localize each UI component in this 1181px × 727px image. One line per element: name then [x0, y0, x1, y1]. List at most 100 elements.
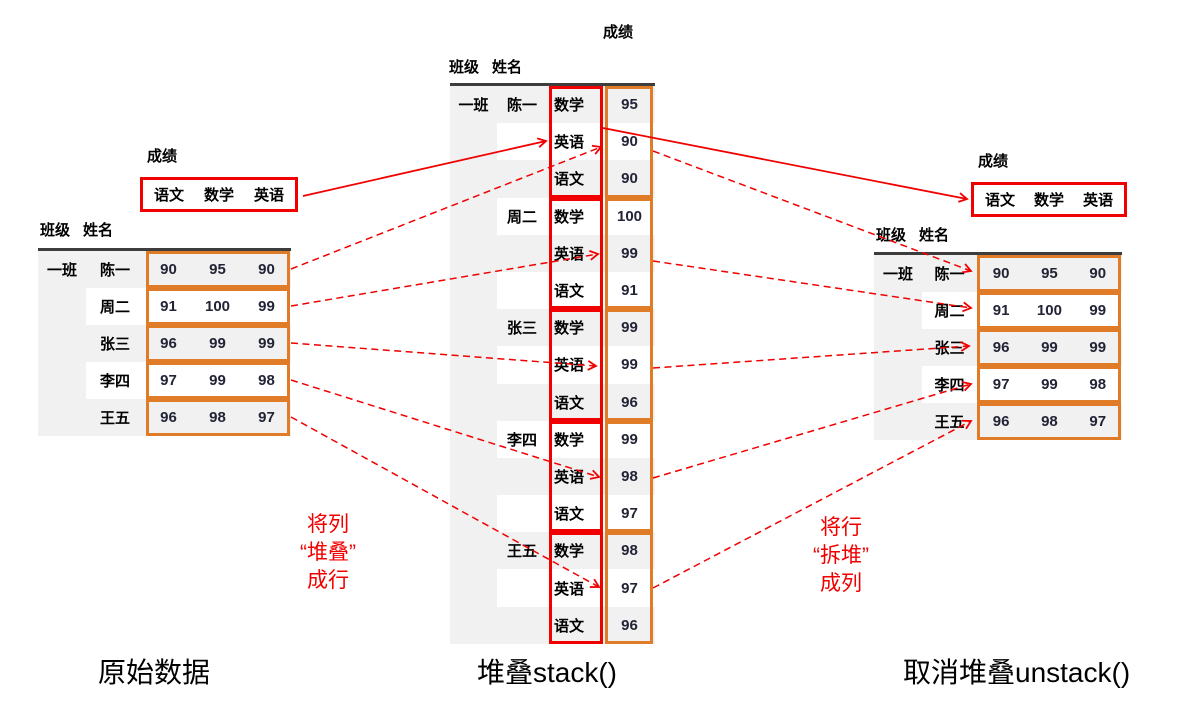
- score-header-original: 成绩: [147, 148, 178, 165]
- name-header: 姓名: [492, 59, 523, 76]
- subject-label: 英语: [1082, 192, 1113, 209]
- table-row: 周二 91 100 99: [38, 288, 291, 325]
- class-header: 班级: [876, 227, 907, 244]
- subject-cell: 语文: [554, 171, 585, 189]
- table-row: 王五 96 98 97: [38, 399, 291, 436]
- subject-cell: 数学: [554, 320, 585, 338]
- name-cell: 陈一: [506, 97, 537, 115]
- subject-cell: 语文: [547, 271, 604, 310]
- subject-label: 语文: [154, 187, 185, 204]
- value-cell: 99: [621, 244, 638, 262]
- caption-original: 原始数据: [98, 657, 211, 688]
- name-cell: [497, 607, 547, 644]
- score-cell: 95: [209, 261, 226, 278]
- index-headers-unstacked: 班级 姓名: [876, 224, 949, 245]
- name-cell: 李四: [497, 420, 547, 458]
- value-cell: 98: [621, 542, 638, 560]
- name-cell: 周二: [86, 288, 144, 325]
- score-cell: 97: [1089, 413, 1107, 430]
- table-row: 英语 99: [450, 346, 655, 384]
- unstack-note: 将行 “拆堆” 成列: [766, 514, 916, 598]
- value-cell: 90: [621, 170, 638, 188]
- unstack-note-line: 将行: [820, 516, 862, 539]
- index-headers-stacked: 班级 姓名: [449, 56, 522, 77]
- score-cell: 96: [992, 339, 1010, 356]
- name-cell: [497, 271, 547, 310]
- score-cell: 99: [1025, 366, 1074, 403]
- score-header-stacked: 成绩: [603, 24, 634, 41]
- subject-label: 英语: [253, 187, 284, 204]
- name-cell: [497, 495, 547, 533]
- subject-cell: 语文: [554, 394, 585, 412]
- caption-stacked: 堆叠stack(): [477, 657, 618, 688]
- index-headers-original: 班级 姓名: [40, 219, 113, 240]
- class-cell: 一班: [882, 266, 913, 283]
- table-row: 张三 96 99 99: [874, 329, 1122, 366]
- stack-note: 将列 “堆叠” 成行: [253, 511, 403, 595]
- class-cell: 一班: [458, 97, 489, 115]
- value-cell: 99: [604, 346, 655, 384]
- table-row: 语文 96: [450, 607, 655, 644]
- subject-cell: 英语: [547, 346, 604, 384]
- score-cell: 100: [1025, 292, 1074, 329]
- score-cell: 99: [209, 335, 226, 352]
- score-cell: 95: [1041, 265, 1058, 282]
- name-cell: 李四: [922, 366, 977, 403]
- score-cell: 96: [160, 335, 177, 352]
- table-row: 李四 97 99 98: [874, 366, 1122, 403]
- unstacked-table: 一班 陈一 90 95 90 周二 91 100 99 张三 96 99 99 …: [874, 252, 1122, 440]
- score-cell: 91: [144, 288, 193, 325]
- score-cell: 90: [992, 265, 1010, 282]
- subject-cell: 数学: [547, 420, 604, 458]
- score-cell: 97: [977, 366, 1026, 403]
- table-row: 李四 数学 99: [450, 420, 655, 458]
- table-row: 一班 陈一 90 95 90: [874, 255, 1122, 292]
- subject-cell: 英语: [547, 569, 604, 607]
- score-cell: 99: [1073, 292, 1122, 329]
- table-row: 语文 97: [450, 495, 655, 533]
- name-cell: 张三: [934, 340, 965, 357]
- caption-unstacked: 取消堆叠unstack(): [903, 657, 1131, 688]
- class-cell: [450, 495, 497, 532]
- value-cell: 97: [604, 569, 655, 607]
- score-cell: 90: [258, 261, 275, 278]
- subject-cell: 语文: [547, 495, 604, 533]
- class-cell: [38, 288, 86, 325]
- unstack-transform-arrow: [602, 127, 969, 203]
- score-cell: 91: [977, 292, 1026, 329]
- score-cell: 97: [144, 362, 193, 399]
- value-cell: 90: [604, 123, 655, 161]
- table-row: 一班 陈一 数学 95: [450, 86, 655, 123]
- table-row: 周二 91 100 99: [874, 292, 1122, 329]
- table-row: 英语 99: [450, 235, 655, 272]
- name-cell: 王五: [934, 414, 965, 431]
- name-cell: 王五: [506, 543, 537, 561]
- name-cell: [497, 569, 547, 607]
- subject-label: 数学: [1033, 192, 1064, 209]
- name-cell: [497, 123, 547, 161]
- stack-note-line: 成行: [307, 569, 349, 592]
- class-header: 班级: [449, 59, 480, 76]
- name-cell: 陈一: [99, 262, 130, 279]
- class-cell: [874, 366, 922, 403]
- stacked-table: 一班 陈一 数学 95 英语 90 语文 90 周二 数学 100 英语 99: [450, 83, 655, 644]
- class-cell: [450, 458, 497, 495]
- class-cell: [450, 272, 497, 309]
- class-cell: [450, 309, 497, 346]
- table-row: 英语 90: [450, 123, 655, 161]
- class-cell: [874, 403, 922, 440]
- class-cell: [450, 235, 497, 272]
- class-cell: [450, 160, 497, 197]
- class-cell: [38, 362, 86, 399]
- score-cell: 98: [209, 409, 226, 426]
- class-cell: [38, 399, 86, 436]
- name-cell: 陈一: [934, 266, 965, 283]
- name-cell: [497, 458, 547, 495]
- value-cell: 91: [604, 271, 655, 310]
- name-cell: [497, 235, 547, 272]
- subject-cell: 数学: [554, 543, 585, 561]
- table-row: 李四 97 99 98: [38, 362, 291, 399]
- class-cell: [450, 198, 497, 235]
- value-cell: 97: [604, 495, 655, 533]
- score-cell: 96: [160, 409, 177, 426]
